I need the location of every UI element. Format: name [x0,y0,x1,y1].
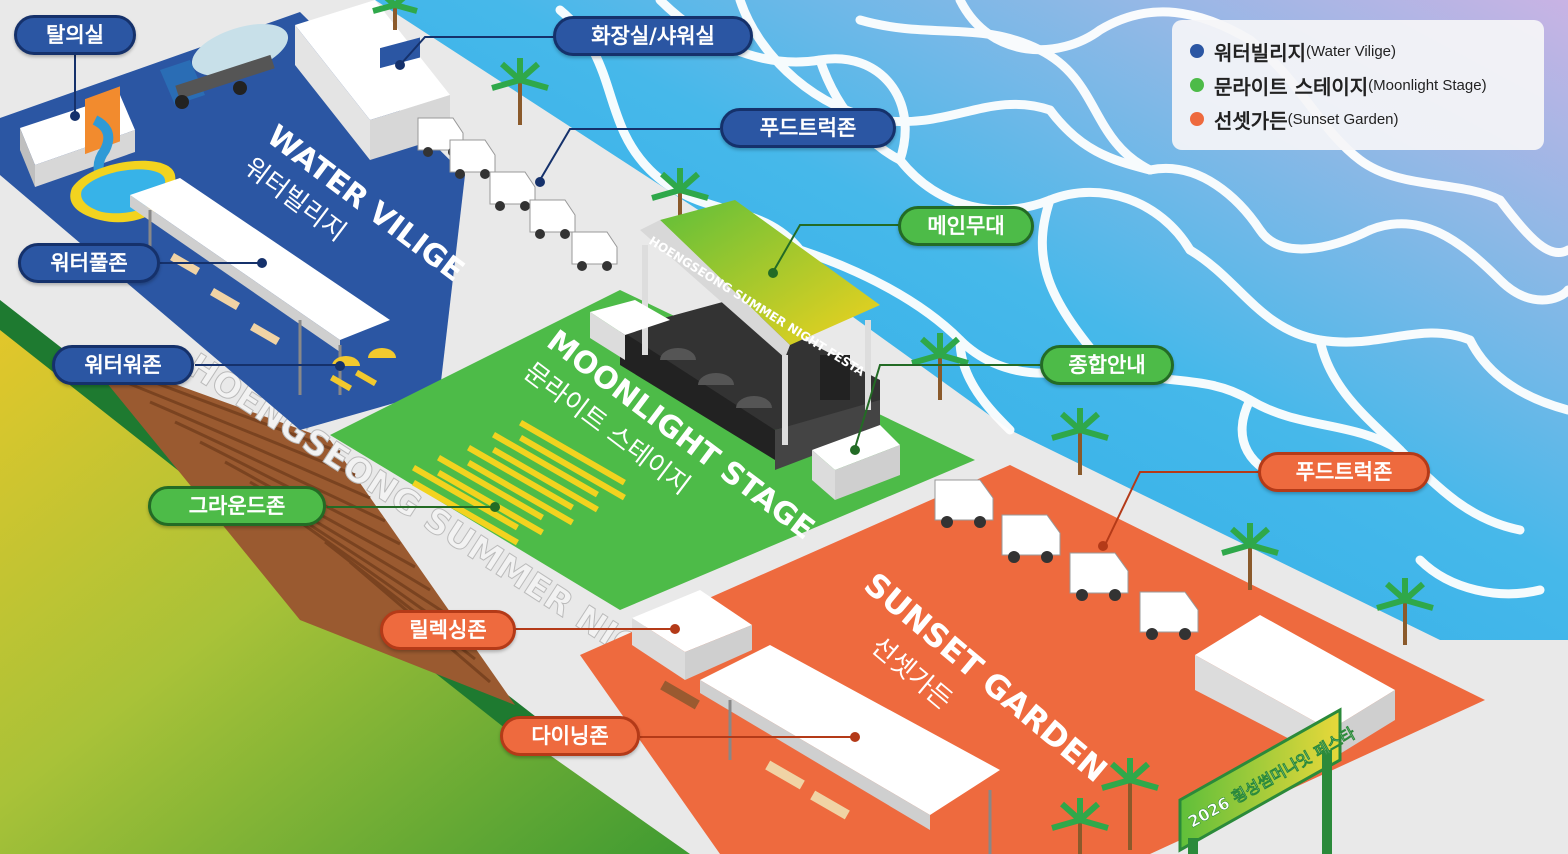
legend-dot-moon [1190,78,1204,92]
main-stage [620,200,880,470]
stage-side-box [590,300,670,360]
leader-lines [74,36,1260,738]
water-tank-truck [160,23,289,109]
legend: 워터빌리지 (Water Vilige) 문라이트 스테이지 (Moonligh… [1172,20,1544,150]
leader-dots [70,60,1108,742]
dining-tent [700,645,1000,854]
food-trucks-north [417,117,618,271]
legend-dot-water [1190,44,1204,58]
legend-dot-sunset [1190,112,1204,126]
legend-item-moonlight-stage: 문라이트 스테이지 (Moonlight Stage) [1190,68,1526,102]
callout-relaxing-zone: 릴렉싱존 [380,610,516,650]
legend-label-ko: 문라이트 스테이지 [1214,74,1369,99]
legend-label-en: (Sunset Garden) [1287,110,1399,128]
callout-changing-room: 탈의실 [14,15,136,55]
relaxing-building [632,590,752,680]
callout-water-pool: 워터풀존 [18,243,160,283]
legend-label-en: (Moonlight Stage) [1368,76,1487,94]
restroom-building [295,0,450,160]
callout-water-war: 워터워존 [52,345,194,385]
lawn [0,310,690,854]
ground-zone-chairs [412,420,626,546]
callout-dining-zone: 다이닝존 [500,716,640,756]
food-trucks-south [934,479,1199,640]
legend-label-ko: 워터빌리지 [1214,40,1306,65]
callout-ground-zone: 그라운드존 [148,486,326,526]
legend-item-water-village: 워터빌리지 (Water Vilige) [1190,34,1526,68]
callout-restroom-shower: 화장실/샤워실 [553,16,753,56]
legend-label-en: (Water Vilige) [1306,42,1397,60]
parasols [329,348,396,392]
callout-info-center: 종합안내 [1040,345,1174,385]
callout-food-truck-south: 푸드트럭존 [1258,452,1430,492]
palm-trees [372,0,1434,854]
festival-gate [1178,707,1342,854]
callout-main-stage: 메인무대 [898,206,1034,246]
legend-label-ko: 선셋가든 [1214,108,1288,133]
picnic-tables-dining [660,680,850,820]
callout-food-truck-north: 푸드트럭존 [720,108,896,148]
legend-item-sunset-garden: 선셋가든 (Sunset Garden) [1190,102,1526,136]
